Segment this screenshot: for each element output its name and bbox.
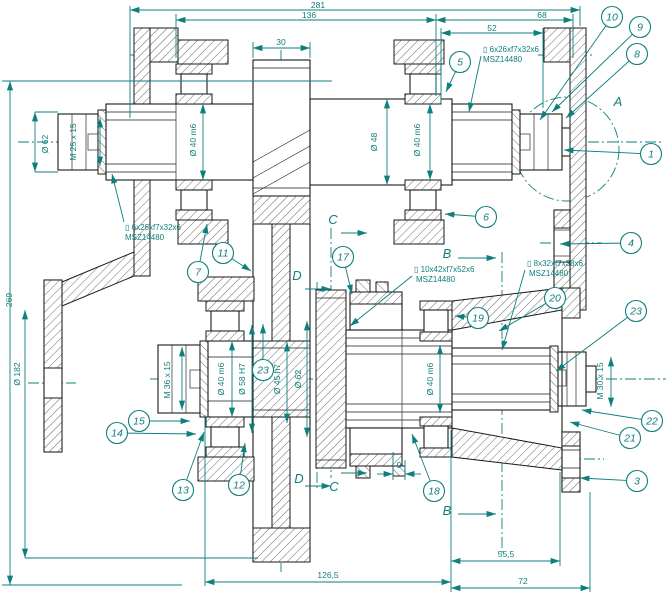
dim-mid-dia: Ø 48 bbox=[369, 133, 379, 152]
dim-seat-lower-left: Ø 40 m6 bbox=[216, 362, 226, 395]
balloon-10: 10 bbox=[606, 12, 618, 24]
upper-right-shaft bbox=[309, 39, 575, 245]
section-label-b-bottom: B bbox=[443, 503, 452, 518]
balloon-circles: 10 9 8 1 4 5 6 7 11 17 19 20 23 23 22 21… bbox=[105, 5, 664, 503]
balloon-1: 1 bbox=[648, 149, 654, 161]
svg-text:MSZ14480: MSZ14480 bbox=[416, 275, 456, 284]
balloon-23-center: 23 bbox=[256, 365, 269, 377]
balloon-22: 22 bbox=[645, 416, 658, 428]
spline-note-upper-left: ▯ 6x26xf7x32x6 MSZ14480 bbox=[111, 173, 182, 242]
balloon-21: 21 bbox=[623, 433, 636, 445]
balloon-7: 7 bbox=[195, 267, 202, 279]
second-gear bbox=[315, 289, 347, 469]
svg-text:MSZ14480: MSZ14480 bbox=[125, 233, 165, 242]
section-label-d-top: D bbox=[292, 268, 301, 283]
balloon-13: 13 bbox=[177, 485, 189, 497]
section-label-c-bottom: C bbox=[329, 479, 339, 494]
section-label-b-top: B bbox=[443, 246, 452, 261]
dim-pinion-width: 30 bbox=[276, 37, 286, 47]
spline-notes: ▯ 6x26xf7x32x6 MSZ14480 ▯ 6x26xf7x32x6 M… bbox=[111, 45, 584, 351]
balloon-12: 12 bbox=[233, 480, 245, 492]
balloon-18: 18 bbox=[428, 486, 440, 498]
balloon-6: 6 bbox=[483, 212, 489, 224]
balloon-23-right: 23 bbox=[629, 306, 642, 318]
dim-cap-width: 9 bbox=[397, 460, 402, 470]
balloon-17: 17 bbox=[337, 252, 350, 264]
dim-seat-lower-right: Ø 40 m6 bbox=[425, 362, 435, 395]
left-mounting-flange bbox=[43, 279, 63, 453]
upper-left-bearing bbox=[175, 63, 213, 221]
svg-text:▯ 10x42xf7x52x6: ▯ 10x42xf7x52x6 bbox=[414, 265, 475, 274]
dim-shaft-end-dia: Ø 62 bbox=[40, 135, 50, 154]
dim-upper-span: 136 bbox=[302, 10, 316, 20]
pinion-gear bbox=[252, 59, 311, 197]
detail-a-circle bbox=[514, 96, 620, 202]
dimension-annotations: 281 136 68 52 30 269 Ø 182 Ø 62 M 25 x 1… bbox=[2, 0, 615, 592]
dim-seat-upper-left: Ø 40 m6 bbox=[188, 123, 198, 156]
balloon-14: 14 bbox=[111, 428, 123, 440]
section-label-d-bottom: D bbox=[294, 471, 303, 486]
dim-bolt-circle: Ø 182 bbox=[12, 362, 22, 385]
svg-text:▯ 6x26xf7x32x6: ▯ 6x26xf7x32x6 bbox=[483, 45, 540, 54]
dim-overall-height: 269 bbox=[4, 293, 14, 307]
svg-text:▯ 8x32xf7x38x6: ▯ 8x32xf7x38x6 bbox=[527, 259, 584, 268]
dim-hub-span: 126,5 bbox=[317, 570, 339, 580]
lower-right-shaft-end bbox=[451, 345, 597, 413]
dim-hub-dia: Ø 62 bbox=[293, 370, 303, 389]
balloon-8: 8 bbox=[634, 49, 640, 61]
dim-bearing-span: 55,5 bbox=[498, 549, 515, 559]
balloon-20: 20 bbox=[548, 293, 561, 305]
dim-bore-58: Ø 58 H7 bbox=[237, 363, 247, 395]
spline-note-lower-right: ▯ 8x32xf7x38x6 MSZ14480 bbox=[501, 259, 584, 351]
dim-seat-upper-right: Ø 40 m6 bbox=[412, 123, 422, 156]
dim-nut-lower-left: M 36 x 15 bbox=[162, 361, 172, 399]
dim-right-span: 68 bbox=[537, 10, 547, 20]
balloon-5: 5 bbox=[457, 57, 463, 69]
balloon-15: 15 bbox=[133, 416, 145, 428]
dim-nut-lower-right: M 30 x 15 bbox=[595, 362, 605, 400]
balloon-11: 11 bbox=[218, 248, 229, 260]
dim-shaft-end-span: 52 bbox=[487, 23, 497, 33]
section-label-a: A bbox=[613, 94, 623, 109]
upper-right-flange bbox=[543, 27, 587, 311]
upper-left-shaft-end bbox=[57, 103, 254, 181]
dim-nut-upper-left: M 25 x 15 bbox=[68, 123, 78, 161]
dim-total-length: 281 bbox=[311, 0, 325, 10]
balloon-4: 4 bbox=[628, 238, 634, 250]
balloon-9: 9 bbox=[637, 22, 643, 34]
balloon-19: 19 bbox=[472, 313, 484, 325]
section-markers: A B B C C D D bbox=[292, 94, 622, 518]
section-label-c-top: C bbox=[328, 212, 338, 227]
balloon-3: 3 bbox=[634, 476, 640, 488]
lower-shaft-assembly bbox=[157, 195, 597, 563]
dim-bore-45: Ø 45 h7 bbox=[272, 364, 282, 395]
svg-text:MSZ14480: MSZ14480 bbox=[529, 269, 569, 278]
spline-note-lower-left: ▯ 10x42xf7x52x6 MSZ14480 bbox=[349, 265, 475, 327]
svg-text:▯ 6x26xf7x32x6: ▯ 6x26xf7x32x6 bbox=[125, 223, 182, 232]
lower-right-flange bbox=[451, 287, 581, 493]
dim-flange-span: 72 bbox=[518, 576, 528, 586]
balloon-callouts: 10 9 8 1 4 5 6 7 11 17 19 20 23 23 22 21… bbox=[105, 5, 664, 503]
svg-text:MSZ14480: MSZ14480 bbox=[483, 55, 523, 64]
spline-note-upper-right: ▯ 6x26xf7x32x6 MSZ14480 bbox=[467, 45, 540, 113]
